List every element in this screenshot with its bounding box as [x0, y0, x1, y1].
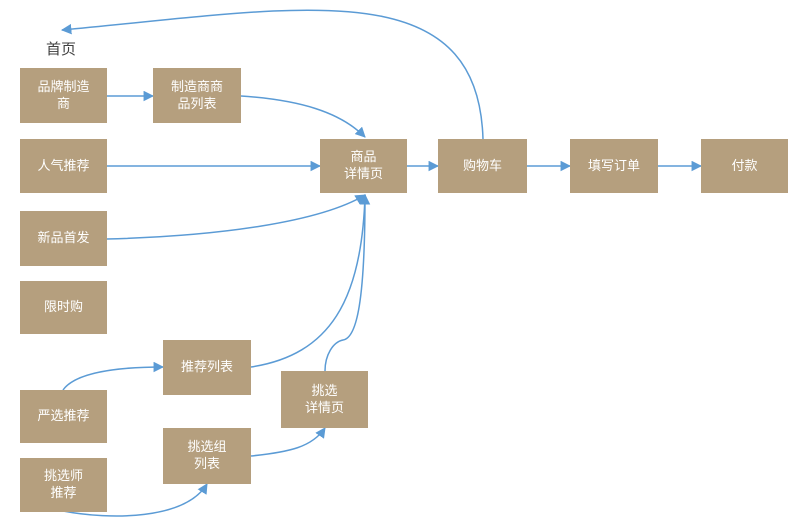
- node-brand-maker[interactable]: 品牌制造 商: [20, 68, 107, 123]
- edge-cart-to-home: [60, 9, 484, 140]
- node-pick-master[interactable]: 挑选师 推荐: [20, 458, 107, 512]
- node-product-detail[interactable]: 商品 详情页: [320, 139, 407, 193]
- node-rec-list[interactable]: 推荐列表: [163, 340, 251, 395]
- node-popular[interactable]: 人气推荐: [20, 139, 107, 193]
- edge-pick-master-to-pick-group: [62, 483, 208, 517]
- node-payment[interactable]: 付款: [701, 139, 788, 193]
- node-order[interactable]: 填写订单: [570, 139, 658, 193]
- node-cart[interactable]: 购物车: [438, 139, 527, 193]
- node-curated[interactable]: 严选推荐: [20, 390, 107, 443]
- edge-rec-list-to-detail: [250, 193, 370, 368]
- node-pick-group[interactable]: 挑选组 列表: [163, 428, 251, 484]
- node-pick-detail[interactable]: 挑选 详情页: [281, 371, 368, 428]
- edge-pick-detail-to-detail: [324, 193, 371, 372]
- edge-curated-to-rec-list: [62, 361, 165, 391]
- node-new-arrivals[interactable]: 新品首发: [20, 211, 107, 266]
- node-flash-sale[interactable]: 限时购: [20, 281, 107, 334]
- edge-pick-group-to-pick-detail: [250, 427, 326, 457]
- edge-new-to-detail: [106, 194, 366, 240]
- edge-maker-list-to-detail: [240, 95, 366, 138]
- node-maker-products[interactable]: 制造商商 品列表: [153, 68, 241, 123]
- home-label[interactable]: 首页: [46, 40, 77, 58]
